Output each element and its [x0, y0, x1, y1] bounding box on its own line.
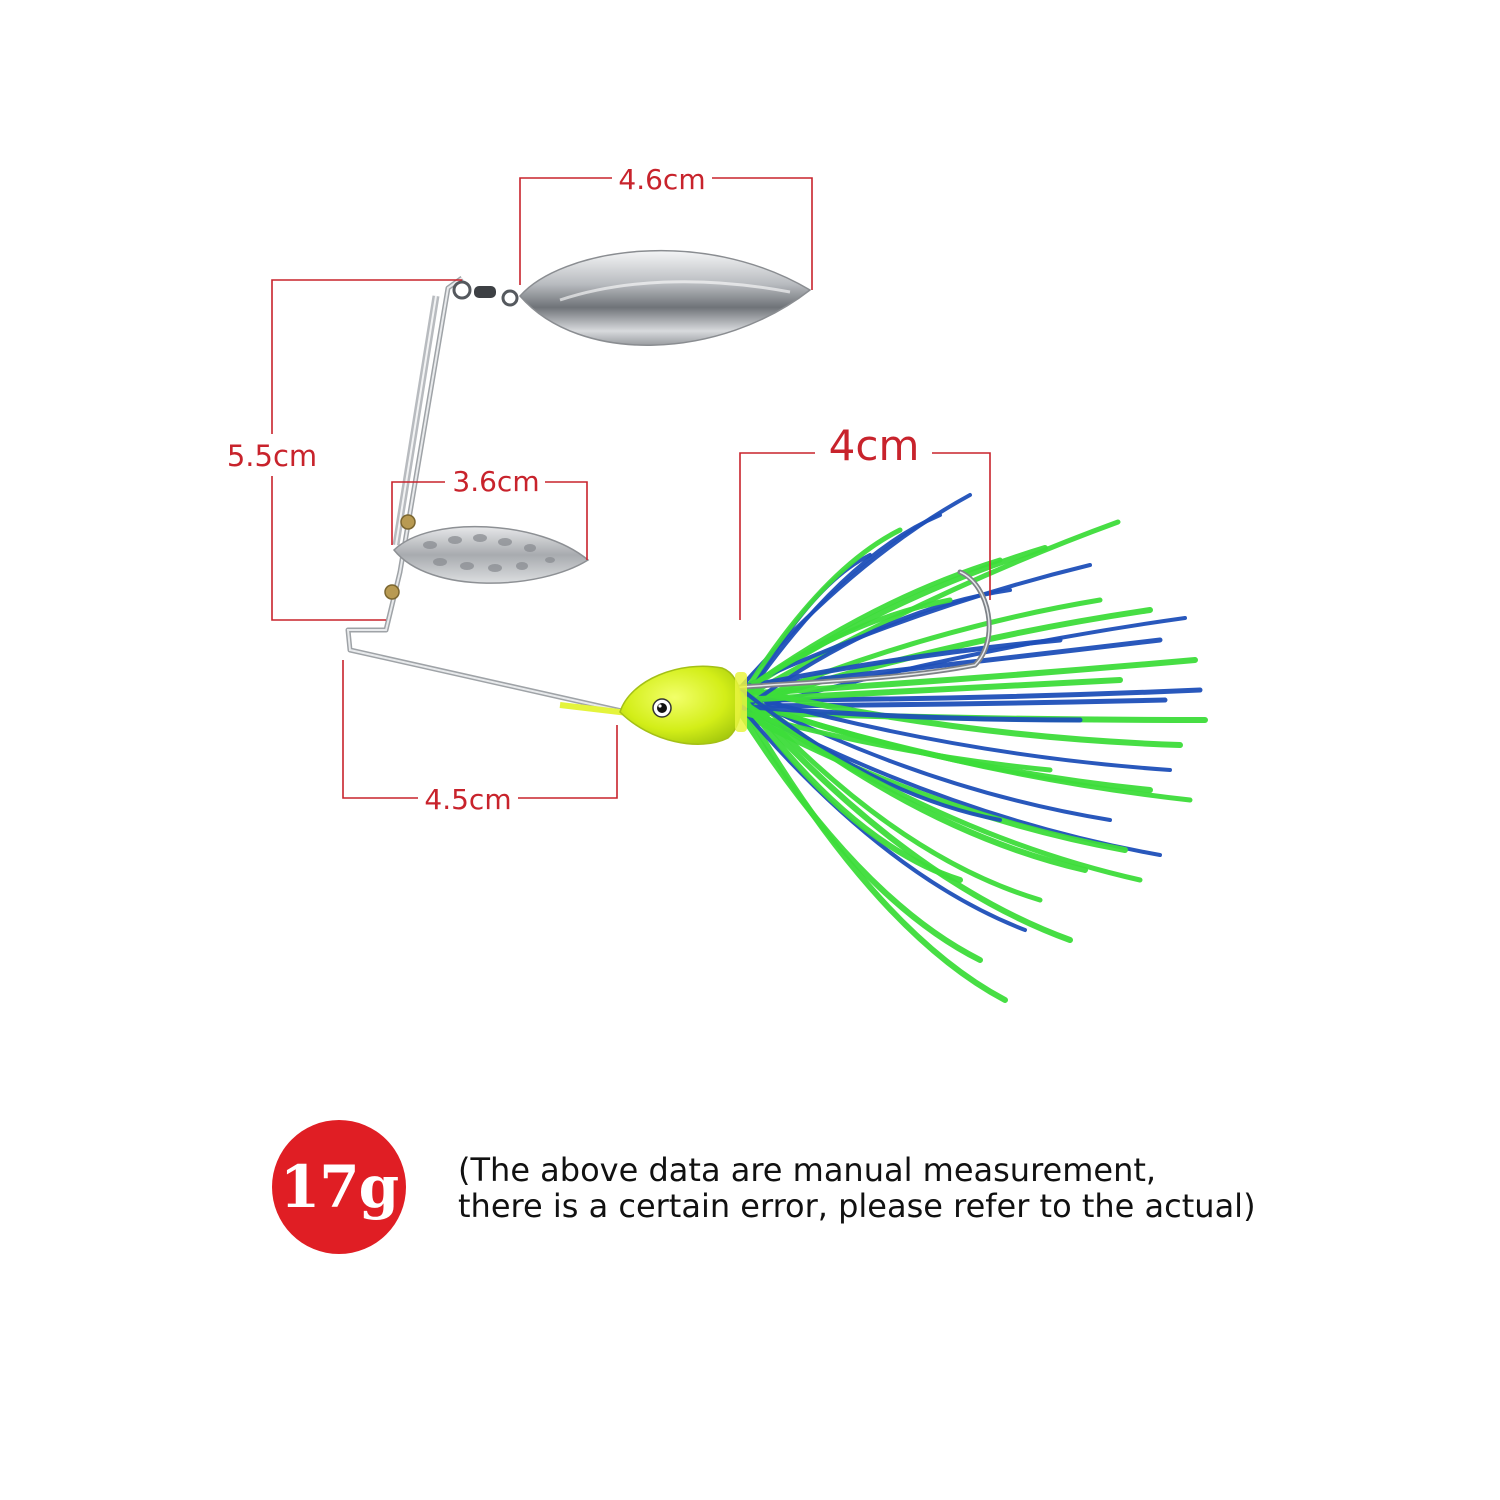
dim-label-small-blade: 3.6cm [452, 465, 539, 498]
skirt-strand [737, 691, 1073, 943]
dim-label-lower-arm: 4.5cm [424, 783, 511, 816]
weight-label: 17g [279, 1153, 399, 1221]
skirt-strand [737, 697, 1193, 803]
dimension-arm-height: 5.5cm [227, 279, 462, 621]
skirt-strand [737, 691, 963, 883]
dim-label-willow-blade: 4.6cm [618, 163, 705, 196]
skirt-strand [737, 519, 1121, 703]
skirt-strand [737, 709, 1053, 773]
skirt-strand [737, 697, 1168, 709]
skirt-strand [737, 637, 1063, 691]
skirt-strand [737, 685, 1183, 748]
dimension-small-blade-width: 3.6cm [391, 465, 588, 560]
dim-label-skirt: 4cm [829, 421, 920, 470]
skirt-strand [738, 704, 1027, 932]
skirt-strand [737, 709, 1128, 853]
dimension-lower-arm-length: 4.5cm [342, 660, 618, 816]
skirt-strand [737, 597, 1103, 709]
large-willow-blade [452, 249, 812, 346]
dimension-skirt-width: 4cm [739, 421, 991, 620]
silicone-skirt [737, 493, 1208, 1003]
disclaimer-line-2: there is a certain error, please refer t… [458, 1187, 1256, 1225]
small-colorado-blade [384, 514, 590, 600]
lure-head [619, 665, 747, 745]
skirt-strand [737, 685, 1043, 903]
weight-badge: 17g [272, 1120, 406, 1254]
skirt-strand [737, 597, 953, 697]
hook [697, 569, 992, 693]
skirt-strand [737, 709, 983, 963]
skirt-strand [737, 527, 903, 703]
dim-label-arm-height: 5.5cm [227, 439, 317, 473]
skirt-strand [737, 703, 1083, 723]
wire-frame [345, 275, 629, 716]
disclaimer-line-1: (The above data are manual measurement, [458, 1151, 1157, 1189]
skirt-strand [737, 697, 1143, 883]
skirt-strand [737, 677, 1123, 703]
skirt-strand [738, 563, 1092, 690]
dimension-willow-blade-width: 4.6cm [519, 163, 813, 290]
measurement-disclaimer: (The above data are manual measurement, … [458, 1152, 1458, 1224]
skirt-strand [738, 686, 1002, 822]
skirt-strand [737, 657, 1198, 697]
skirt-strand [737, 697, 1008, 1003]
